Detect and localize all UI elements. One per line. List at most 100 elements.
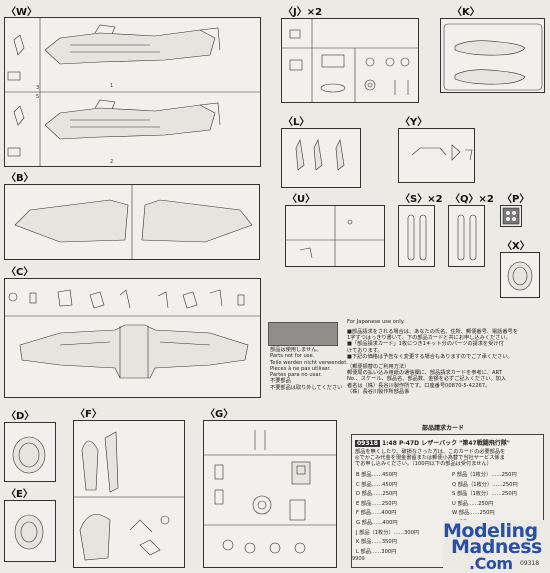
w-num-1: 3 <box>36 85 40 91</box>
part-price: 250円 <box>501 491 517 498</box>
w-num-4: 2 <box>110 159 114 165</box>
order-line-9: （株）長谷川製作所部品係 <box>347 388 410 395</box>
leader-dots: …… <box>393 529 404 536</box>
leader-dots: …… <box>491 491 502 498</box>
leader-dots: …… <box>467 500 479 507</box>
label-j: 〈J〉×2 <box>283 7 323 18</box>
card-title: 部品請求カード <box>422 425 465 432</box>
part-price: 350円 <box>381 539 397 546</box>
kit-number: 09318 <box>355 440 380 447</box>
label-e: 〈E〉 <box>6 489 33 500</box>
part-price: 250円 <box>382 491 398 498</box>
part-price: 300円 <box>403 529 420 536</box>
price-row: P 部品（1枚分）……250円 <box>452 471 517 478</box>
unused-parts-notes: 部品は使用しません。 Parts not for use. Teile werd… <box>270 347 348 391</box>
price-row: D 部品……250円 <box>356 490 398 497</box>
label-w: 〈W〉 <box>6 7 38 18</box>
card-intro-2: ◎でかこみ代金を現金書留または郵便小為替で当社サービス係ま <box>355 455 505 462</box>
leader-dots: …… <box>469 510 480 517</box>
leader-dots: …… <box>371 539 382 546</box>
part-price: 300円 <box>381 548 397 555</box>
sprue-y <box>398 128 475 183</box>
kit-name: P-47D レザーバック "第47戦闘飛行隊" <box>399 440 510 447</box>
card-intro: 部品を無くしたり、破損なさった方は、このカードの必要部品を ◎でかこみ代金を現金… <box>355 449 543 468</box>
order-line-3: ■「部品請求カード」1枚につき1キット分のパーツの請求を受け付 <box>347 341 504 348</box>
part-name: U 部品 <box>452 500 468 507</box>
price-row: W 部品……250円 <box>452 509 495 516</box>
label-x: 〈X〉 <box>502 241 530 252</box>
leader-dots: …… <box>372 520 383 526</box>
unused-parts-swatch <box>268 322 338 346</box>
label-p: 〈P〉 <box>502 194 530 205</box>
leader-dots: …… <box>491 472 502 478</box>
price-row: K 部品……350円 <box>356 538 397 545</box>
note-line-7: 不要部品は取り外してください <box>270 384 343 391</box>
part-name: Q 部品（1枚分） <box>452 481 493 488</box>
order-instructions: ■部品請求をされる場合は、あなたの氏名、住所、郵便番号、電話番号を 1字ずつはっ… <box>347 329 545 395</box>
modeling-madness-logo: Modeling Madness .Com 09318 <box>443 520 550 573</box>
price-row: C 部品……450円 <box>356 481 397 488</box>
part-name: G 部品 <box>356 520 373 526</box>
card-footer: 9909 <box>352 556 365 562</box>
leader-dots: …… <box>371 481 383 488</box>
order-line-4: けております。 <box>347 347 383 354</box>
note-line-6: 不要部品 <box>270 378 291 385</box>
leader-dots: …… <box>371 472 382 478</box>
card-header: 09318 1:48 P-47D レザーバック "第47戦闘飛行隊" <box>355 438 510 447</box>
leader-dots: …… <box>370 548 382 555</box>
order-line-8: 者名は（株）長谷川製作所です。口座番号00870-5-42267。 <box>347 382 491 389</box>
label-q: 〈Q〉×2 <box>450 194 494 205</box>
part-price: 250円 <box>478 500 494 507</box>
kit-scale: 1:48 <box>381 440 397 447</box>
part-price: 450円 <box>381 472 398 478</box>
part-name: J 部品（1枚分） <box>356 529 394 536</box>
part-price: 400円 <box>382 520 398 526</box>
order-line-1: ■部品請求をされる場合は、あなたの氏名、住所、郵便番号、電話番号を <box>347 329 518 335</box>
price-row: J 部品（1枚分）……300円 <box>356 529 419 536</box>
label-d: 〈D〉 <box>6 411 35 422</box>
order-line-6: 郵便局の払い込み用紙の通信欄に、部品請求カードを参考に、ART <box>347 370 502 377</box>
label-b: 〈B〉 <box>6 173 34 184</box>
note-line-5: Partes para no usar. <box>270 372 322 379</box>
price-row: F 部品……400円 <box>356 509 396 516</box>
part-name: L 部品 <box>356 548 371 555</box>
price-row: U 部品……250円 <box>452 500 493 507</box>
part-name: C 部品 <box>356 481 372 488</box>
card-intro-1: 部品を無くしたり、破損なさった方は、このカードの必要部品を <box>355 449 506 455</box>
sprue-s <box>398 205 435 267</box>
logo-line-1: Modeling <box>443 520 538 542</box>
leader-dots: …… <box>371 510 382 517</box>
label-f: 〈F〉 <box>75 409 102 420</box>
part-name: E 部品 <box>356 500 372 507</box>
leader-dots: …… <box>371 500 382 507</box>
part-name: S 部品（1枚分） <box>452 491 492 498</box>
order-line-7: No.、スケール、部品名、部品数、金額を必ずご記入ください。加入 <box>347 376 507 383</box>
part-name: W 部品 <box>452 510 470 517</box>
order-line-5: ■下記の価格は予告なく変更する場合もありますのでご了承ください。 <box>347 353 513 360</box>
part-name: K 部品 <box>356 539 372 546</box>
note-line-2: Parts not for use. <box>270 353 315 360</box>
card-intro-3: でお申し込みください。（100円以下の部品は受付ません） <box>355 461 492 468</box>
leader-dots: …… <box>492 481 503 488</box>
note-line-3: Teile werden nicht verwendet. <box>270 359 348 366</box>
part-name: D 部品 <box>356 491 373 498</box>
price-row: L 部品……300円 <box>356 548 396 555</box>
sprue-q <box>448 205 485 267</box>
part-price: 250円 <box>381 500 397 507</box>
w-num-3: 1 <box>110 83 114 89</box>
price-row: G 部品……400円 <box>356 519 398 526</box>
part-name: B 部品 <box>356 472 372 478</box>
